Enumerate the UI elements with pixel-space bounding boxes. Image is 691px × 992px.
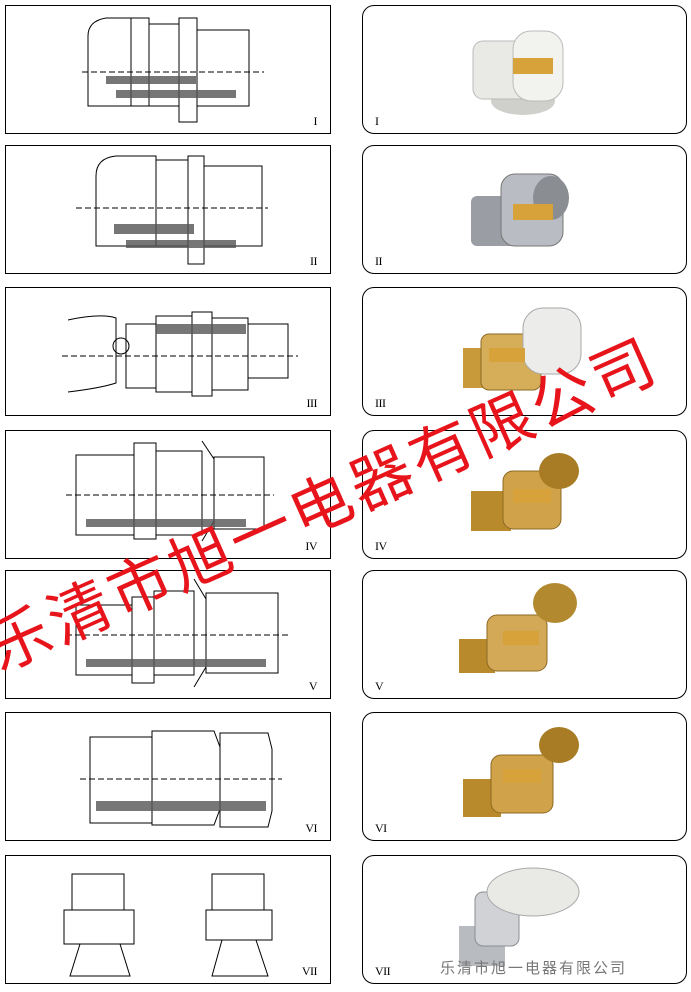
photo-panel-1: I <box>362 5 687 134</box>
brass-gland-with-white-clamp-photo <box>463 307 582 391</box>
drawing-label: V <box>308 679 318 693</box>
photo-label: V <box>375 679 384 693</box>
drawing-panel-5: V <box>5 570 331 699</box>
photo-label: III <box>375 396 386 410</box>
brass-gland-photo-4 <box>471 453 579 531</box>
photo-label: VII <box>375 964 391 978</box>
drawing-label: I <box>313 114 318 128</box>
photo-panel-5: V <box>362 570 687 699</box>
drawing-label: VI <box>305 821 317 835</box>
photo-label: I <box>375 114 379 128</box>
drawing-label: VII <box>301 964 318 978</box>
drawing-label: IV <box>305 539 317 553</box>
white-plastic-gland-photo <box>472 30 564 115</box>
drawing-panel-4: IV <box>5 430 331 559</box>
cable-gland-technical-drawing-4 <box>66 440 274 542</box>
cable-gland-technical-drawing-3 <box>62 311 298 397</box>
drawing-panel-7: VII <box>5 855 331 984</box>
drawing-label: III <box>306 396 318 410</box>
drawing-panel-6: VI <box>5 712 331 841</box>
photo-panel-3: III <box>362 287 687 416</box>
photo-panel-2: II <box>362 145 687 274</box>
cable-gland-technical-drawing-6 <box>80 730 282 828</box>
chrome-gland-photo <box>471 173 569 247</box>
drawing-label: II <box>310 254 318 268</box>
photo-label: VI <box>375 821 387 835</box>
drawing-panel-1: I <box>5 5 331 134</box>
white-flared-gland-photo <box>459 867 580 966</box>
photo-panel-6: VI <box>362 712 687 841</box>
photo-panel-7: VII <box>362 855 687 984</box>
photo-label: IV <box>375 539 387 553</box>
drawing-panel-3: III <box>5 287 331 416</box>
photo-label: II <box>375 254 383 268</box>
drawing-panel-2: II <box>5 145 331 274</box>
footer-company-name: 乐清市旭一电器有限公司 <box>440 959 628 977</box>
cable-gland-technical-drawing-2 <box>76 155 268 265</box>
cable-gland-technical-drawing-7 <box>63 873 273 977</box>
cable-gland-technical-drawing-1 <box>82 17 264 123</box>
brass-gland-photo-5 <box>459 583 577 673</box>
cable-gland-technical-drawing-5 <box>66 578 288 688</box>
brass-gland-photo-6 <box>463 727 579 817</box>
photo-panel-4: IV <box>362 430 687 559</box>
